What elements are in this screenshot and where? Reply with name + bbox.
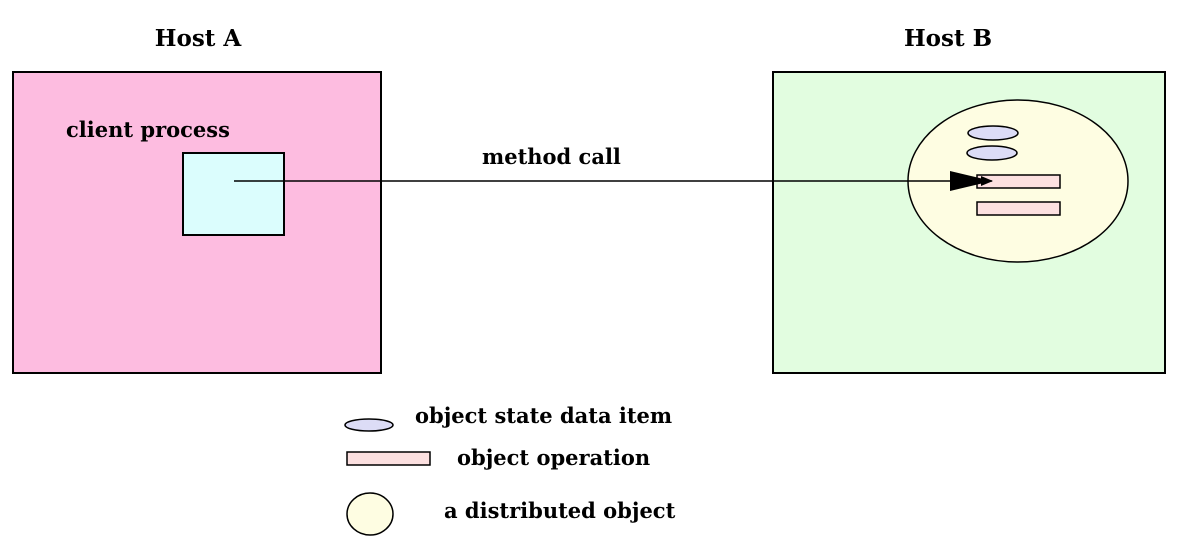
host-a-title: Host A [155, 25, 243, 52]
legend-operation-label: object operation [457, 445, 650, 470]
state-data-item [966, 145, 1018, 161]
client-process-box [182, 152, 285, 236]
legend-state-label: object state data item [415, 403, 672, 428]
state-data-item [967, 125, 1019, 141]
method-call-arrowhead [950, 171, 992, 191]
legend-state-icon [344, 418, 394, 432]
client-process-label: client process [66, 117, 230, 142]
legend-object-icon [346, 492, 394, 536]
legend-object-label: a distributed object [444, 498, 676, 523]
legend-operation-icon [346, 451, 431, 466]
method-call-label: method call [482, 144, 621, 169]
host-b-title: Host B [904, 25, 992, 52]
object-operation [976, 201, 1061, 216]
